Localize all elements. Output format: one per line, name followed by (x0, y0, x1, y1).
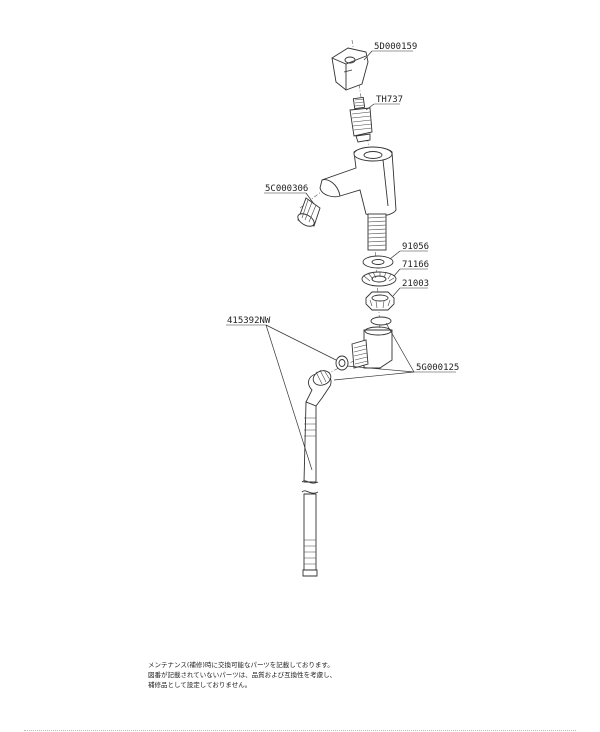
maintenance-note: メンテナンス(補修)時に交換可能なパーツを記載しております。 図番が記載されてい… (148, 660, 448, 690)
label-handle: 5D000159 (374, 42, 417, 52)
label-supply-hose: 415392NW (227, 316, 271, 326)
aerator-part (297, 197, 321, 227)
label-lock-washer: 71166 (402, 260, 429, 270)
mount-axis-line (373, 224, 381, 331)
footer-divider (24, 730, 576, 731)
handle-part (331, 47, 369, 91)
lock-washer-part (361, 271, 397, 287)
note-line-1: メンテナンス(補修)時に交換可能なパーツを記載しております。 (148, 661, 334, 669)
note-line-3: 補修品として設定しておりません。 (148, 681, 252, 689)
washer-part (362, 255, 394, 269)
o-ring-top (370, 316, 392, 326)
supply-hose-part (301, 369, 332, 577)
label-washer: 91056 (402, 242, 429, 252)
nut-part (365, 291, 395, 311)
label-nut: 21003 (402, 279, 429, 289)
cartridge-part (349, 96, 373, 143)
faucet-body (319, 146, 397, 251)
leader-lines (226, 50, 456, 471)
label-cartridge: TH737 (376, 95, 403, 105)
elbow-fitting (351, 326, 393, 369)
label-elbow-packing: 5G000125 (416, 363, 459, 373)
label-aerator: 5C000306 (265, 184, 308, 194)
elbow-nut (335, 355, 349, 371)
note-line-2: 図番が記載されていないパーツは、品質および互換性を考慮し、 (148, 671, 337, 679)
